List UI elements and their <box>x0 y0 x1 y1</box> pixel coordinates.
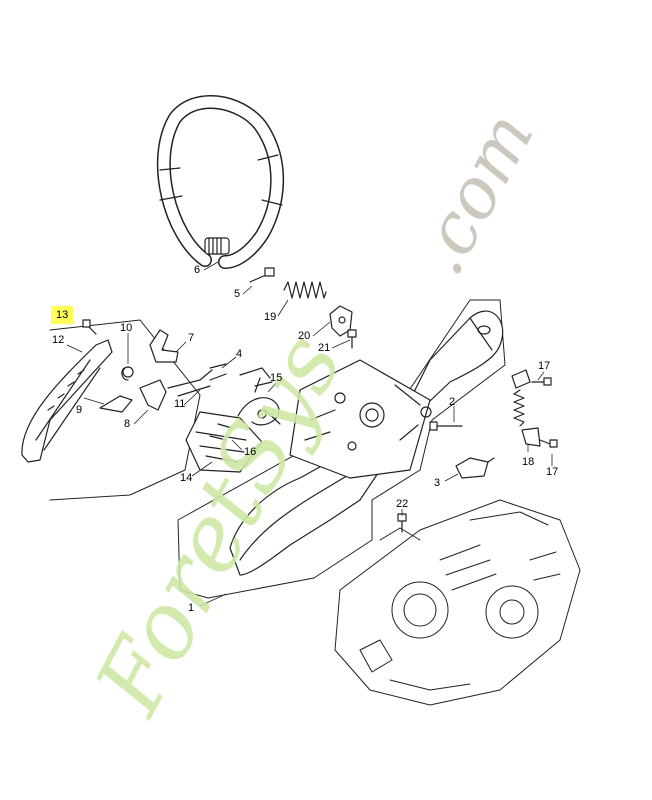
callout-14: 14 <box>180 472 193 484</box>
callout-13-highlighted: 13 <box>51 306 74 324</box>
callout-4: 4 <box>236 348 243 360</box>
callout-20: 20 <box>298 330 311 342</box>
callout-18: 18 <box>522 456 535 468</box>
screw-17-parts <box>531 377 558 448</box>
callout-17-bottom: 17 <box>546 466 559 478</box>
callout-19: 19 <box>264 311 277 323</box>
watermark-gray-text: .com <box>398 99 550 288</box>
screw-2-part <box>429 421 463 431</box>
parts-frame <box>49 319 201 501</box>
tank-housing-part <box>289 359 432 479</box>
callout-15: 15 <box>270 372 283 384</box>
spring-18-part <box>511 369 541 447</box>
screw-21-part <box>347 329 357 349</box>
callout-3: 3 <box>434 477 441 489</box>
screw-5-part <box>249 267 275 283</box>
callout-21: 21 <box>318 342 331 354</box>
leader-lines <box>66 261 553 607</box>
engine-part <box>334 499 581 706</box>
handlebar-part <box>156 95 285 269</box>
callout-2: 2 <box>449 396 456 408</box>
callout-10: 10 <box>120 322 133 334</box>
throttle-parts <box>99 329 273 413</box>
callout-16: 16 <box>244 446 257 458</box>
callout-5: 5 <box>234 288 241 300</box>
callout-6: 6 <box>194 264 201 276</box>
housing-outline <box>177 299 506 599</box>
callout-11: 11 <box>174 398 186 410</box>
spring-19-part <box>283 281 327 299</box>
wiring-15-part <box>237 377 281 426</box>
part-3 <box>455 457 495 479</box>
callout-12: 12 <box>52 334 65 346</box>
callout-17-top: 17 <box>538 360 551 372</box>
callout-8: 8 <box>124 418 131 430</box>
handle-cover-12-part <box>21 339 113 463</box>
callout-7: 7 <box>188 332 195 344</box>
screw-13-part <box>82 319 97 335</box>
callout-1: 1 <box>188 602 195 614</box>
callout-22: 22 <box>396 498 409 510</box>
cover-14-part <box>185 411 263 473</box>
callout-9: 9 <box>76 404 83 416</box>
